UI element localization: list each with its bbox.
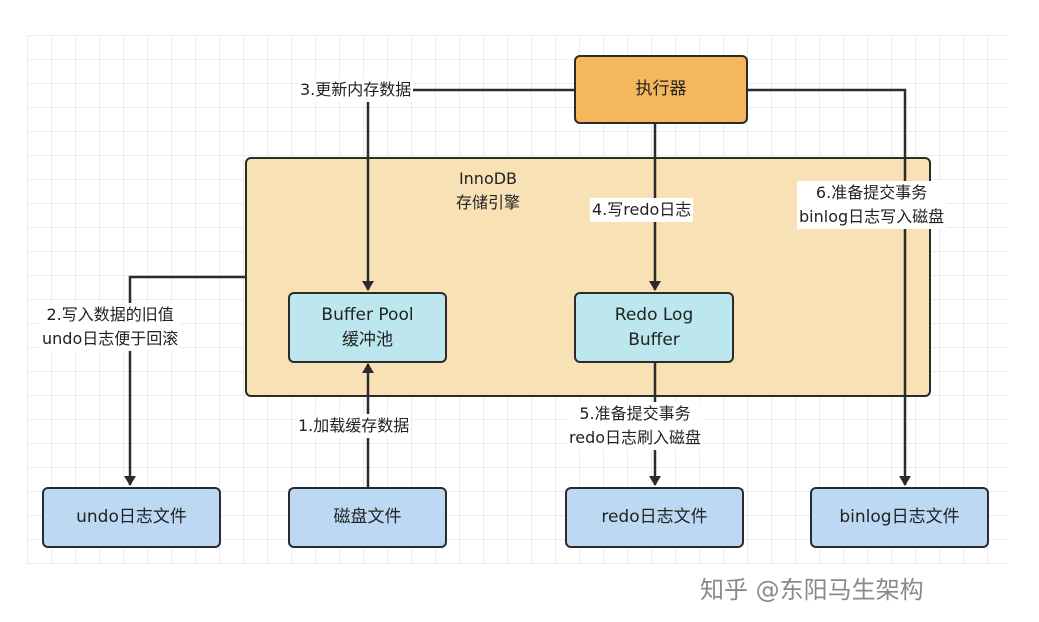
redo-log-buffer-box: Redo Log Buffer [574,292,734,363]
edge-step6 [747,88,911,486]
binlog-file-box: binlog日志文件 [810,487,989,548]
step1-label: 1.加载缓存数据 [296,414,412,438]
edge-step3 [362,88,574,291]
executor-box: 执行器 [574,55,748,124]
innodb-label: InnoDB 存储引擎 [455,169,520,212]
watermark: 知乎 @东阳马生架构 [700,576,924,604]
step2-label: 2.写入数据的旧值 undo日志便于回滚 [40,303,181,351]
undo-file-box: undo日志文件 [42,487,221,548]
step3-label: 3.更新内存数据 [298,78,414,102]
disk-file-box: 磁盘文件 [288,487,447,548]
redo-file-box: redo日志文件 [565,487,744,548]
step6-label: 6.准备提交事务 binlog日志写入磁盘 [797,181,947,229]
step5-label: 5.准备提交事务 redo日志刷入磁盘 [567,402,704,450]
buffer-pool-box: Buffer Pool 缓冲池 [288,292,447,363]
edge-step2 [124,275,245,486]
step4-label: 4.写redo日志 [590,198,694,222]
